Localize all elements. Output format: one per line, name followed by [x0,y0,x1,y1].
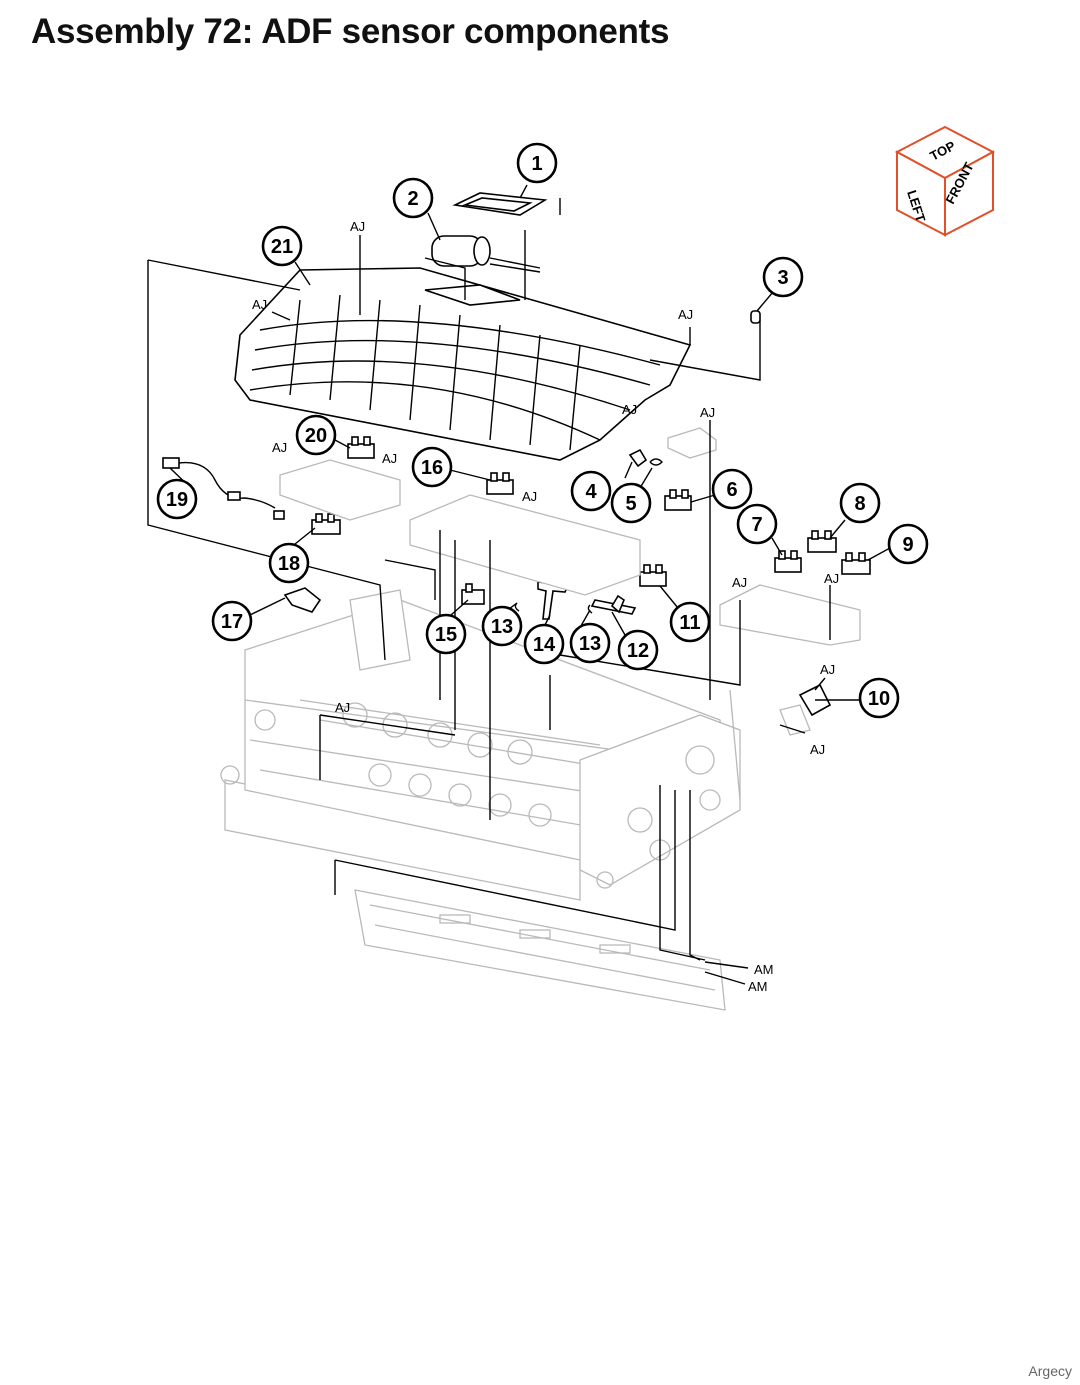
watermark: Argecy [1028,1363,1072,1379]
callout-7-label: 7 [751,514,762,536]
part-6-sensor [664,489,692,511]
callout-13b-label: 13 [579,633,601,655]
part-7-sensor [774,550,802,573]
top-cover-assembly [234,267,692,461]
callout-19-label: 19 [166,489,188,511]
part-12-lever [590,594,637,615]
callout-14: 14 [523,623,565,665]
part-11-sensor [639,564,667,587]
ref-label-aj: AJ [272,440,287,455]
callout-7: 7 [736,503,778,545]
callout-20: 20 [295,414,337,456]
callout-16: 16 [411,446,453,488]
part-4-actuator [628,448,648,468]
callout-5-label: 5 [625,493,636,515]
callout-19: 19 [156,478,198,520]
callout-13a-label: 13 [491,616,513,638]
callout-11-label: 11 [679,612,700,634]
callout-15-label: 15 [435,624,457,646]
callout-1: 1 [516,142,558,184]
ref-label-aj: AJ [820,662,835,677]
page-title: Assembly 72: ADF sensor components [31,12,670,51]
callout-13b: 13 [569,622,611,664]
callout-18-label: 18 [278,553,300,575]
callout-3-label: 3 [777,267,788,289]
callout-17: 17 [211,600,253,642]
callout-17-label: 17 [221,611,243,633]
ref-label-aj: AJ [350,219,365,234]
callout-16-label: 16 [421,457,443,479]
ref-label-aj: AJ [522,489,537,504]
callout-8-label: 8 [854,493,865,515]
callout-12: 12 [617,629,659,671]
part-2-roller [431,235,541,273]
ref-label-aj: AJ [732,575,747,590]
callout-3: 3 [762,256,804,298]
ref-label-aj: AJ [335,700,350,715]
part-8-sensor [807,530,837,553]
lower-guide-ghost [354,889,726,1011]
ref-label-aj: AJ [622,402,637,417]
ref-label-aj: AJ [678,307,693,322]
callout-15: 15 [425,613,467,655]
callout-5: 5 [610,482,652,524]
part-9-sensor [841,552,871,575]
orientation-cube: TOP LEFT FRONT [894,125,996,237]
callout-10: 10 [858,677,900,719]
callout-2-label: 2 [407,188,418,210]
part-15-sensor [461,583,485,605]
callout-12-label: 12 [627,640,649,662]
part-13-springs [514,602,593,614]
callout-8: 8 [839,482,881,524]
callout-21-label: 21 [271,236,293,258]
callout-10-label: 10 [868,688,890,710]
part-1-cover [452,192,548,216]
part-19-harness [162,457,285,520]
ref-label-am: AM [748,979,768,994]
part-20-sensor [347,436,375,459]
callout-6: 6 [711,468,753,510]
ref-label-am: AM [754,962,774,977]
adf-frame-ghost [220,589,741,901]
ref-label-aj: AJ [810,742,825,757]
part-16-sensor [486,472,514,495]
part-3-spring [750,310,761,324]
callout-11: 11 [669,601,711,643]
callout-4-label: 4 [585,481,597,503]
callout-2: 2 [392,177,434,219]
callout-4: 4 [570,470,612,512]
callout-13a: 13 [481,605,523,647]
part-18-sensor [311,513,341,535]
callout-20-label: 20 [305,425,327,447]
ref-label-aj: AJ [252,297,267,312]
callout-14-label: 14 [533,634,556,656]
ref-label-aj: AJ [382,451,397,466]
part-17-sensor [283,587,322,613]
sensor-bracket-right [719,584,861,646]
callout-1-label: 1 [531,153,542,175]
bracket-4-6 [667,427,717,459]
part-5-spring [649,458,663,466]
callout-21: 21 [261,225,303,267]
ref-label-aj: AJ [700,405,715,420]
sensor-bracket-center [409,494,641,596]
sensor-bracket-left [279,459,401,521]
callout-18: 18 [268,542,310,584]
callout-9-label: 9 [902,534,913,556]
ref-label-aj: AJ [824,571,839,586]
callout-9: 9 [887,523,929,565]
callout-6-label: 6 [726,479,737,501]
